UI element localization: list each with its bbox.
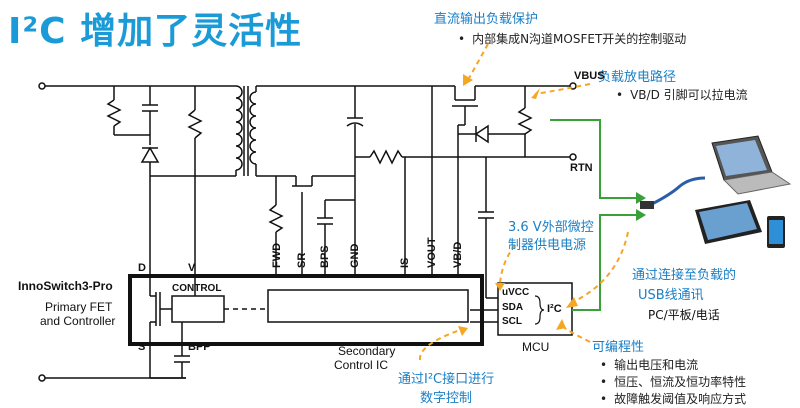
tablet-icon	[695, 200, 762, 244]
secondary-label-1: Secondary	[338, 344, 396, 358]
pin-sr: SR	[296, 252, 308, 268]
pin-s: S	[138, 341, 146, 353]
pin-fwd: FWD	[271, 242, 283, 268]
programmable-bullet-1: 输出电压和电流	[600, 356, 698, 373]
i2c-control-line2: 数字控制	[420, 391, 473, 406]
pin-bps: BPS	[319, 245, 331, 268]
vbus-label: VBUS	[574, 70, 605, 82]
secondary-label-2: Control IC	[334, 358, 389, 372]
load-protection-bullet: 内部集成N沟道MOSFET开关的控制驱动	[458, 30, 686, 47]
mcu-pin-sda: SDA	[502, 302, 524, 313]
rtn-label: RTN	[570, 162, 593, 174]
usb-devices: PC/平板/电话	[648, 308, 720, 322]
pin-bpp: BPP	[188, 341, 211, 353]
pin-v: V	[188, 262, 196, 274]
i2c-control-line1: 通过I²C接口进行	[398, 372, 495, 387]
pin-vout: VOUT	[426, 237, 438, 268]
usb-line1: 通过连接至负载的	[632, 268, 737, 283]
pin-vbd: VB/D	[452, 241, 464, 268]
mcu-pin-scl: SCL	[502, 316, 522, 327]
mcu-pin-uvcc: uVCC	[502, 287, 530, 298]
programmable-bullet-3: 故障触发阈值及响应方式	[600, 390, 746, 407]
primary-label-2: and Controller	[40, 314, 116, 328]
pin-gnd: GND	[349, 243, 361, 268]
laptop-icon	[711, 135, 792, 195]
primary-label-1: Primary FET	[45, 300, 113, 314]
page-title: I²C 增加了灵活性	[8, 11, 303, 52]
pin-d: D	[138, 262, 146, 274]
programmable-heading: 可编程性	[592, 340, 645, 355]
load-protection-heading: 直流输出负载保护	[434, 12, 539, 27]
usb-cable-icon	[640, 176, 706, 209]
mcu-supply-line2: 制器供电电源	[508, 238, 587, 253]
mcu-label: MCU	[522, 340, 550, 354]
mcu-supply-line1: 3.6 V外部微控	[508, 220, 594, 235]
programmable-bullet-2: 恒压、恒流及恒功率特性	[600, 373, 746, 390]
pin-is: IS	[399, 257, 411, 268]
discharge-heading: 负载放电路径	[598, 70, 677, 85]
phone-icon	[767, 216, 785, 248]
chip-name: InnoSwitch3-Pro	[18, 279, 113, 293]
control-label: CONTROL	[172, 283, 222, 294]
usb-line2: USB线通讯	[638, 288, 704, 303]
discharge-bullet: VB/D 引脚可以拉电流	[616, 86, 748, 103]
mcu-i2c-label: I²C	[547, 303, 562, 315]
